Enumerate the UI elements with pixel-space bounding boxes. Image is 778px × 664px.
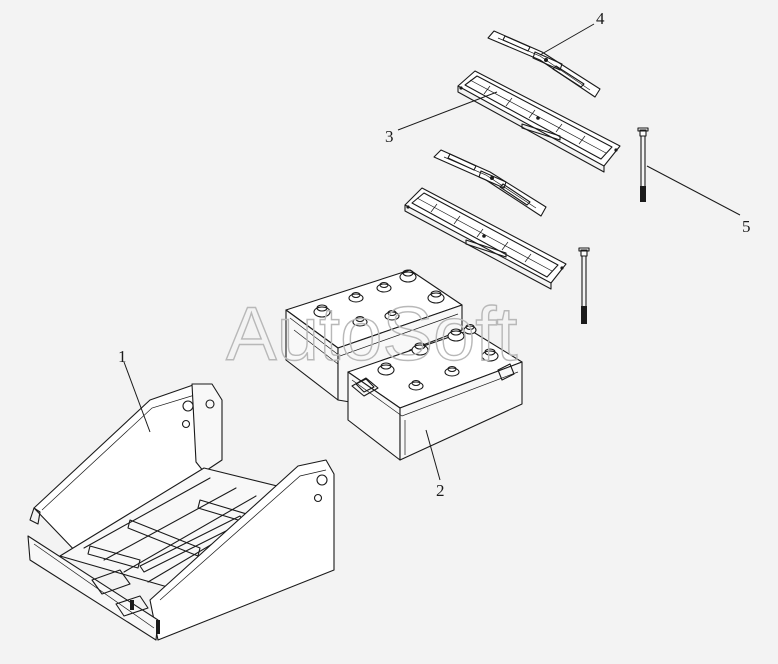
part-3-retaining-frame-lower bbox=[404, 187, 567, 290]
watermark-text: AutoSoft bbox=[226, 292, 518, 377]
part-1-battery-tray bbox=[27, 383, 335, 641]
callout-4: 4 bbox=[596, 9, 605, 28]
part-4-clamp-strap-lower bbox=[433, 149, 547, 217]
leader-lines bbox=[123, 23, 741, 481]
part-3-retaining-frame-upper bbox=[457, 70, 621, 173]
callout-2: 2 bbox=[436, 481, 445, 500]
callout-5: 5 bbox=[742, 217, 751, 236]
part-2-battery-front bbox=[347, 323, 523, 461]
part-4-clamp-strap-upper bbox=[487, 30, 601, 98]
part-5-bolt-right bbox=[637, 127, 649, 202]
callout-3: 3 bbox=[385, 127, 394, 146]
callout-1: 1 bbox=[118, 347, 127, 366]
part-5-bolt-left bbox=[578, 247, 590, 324]
